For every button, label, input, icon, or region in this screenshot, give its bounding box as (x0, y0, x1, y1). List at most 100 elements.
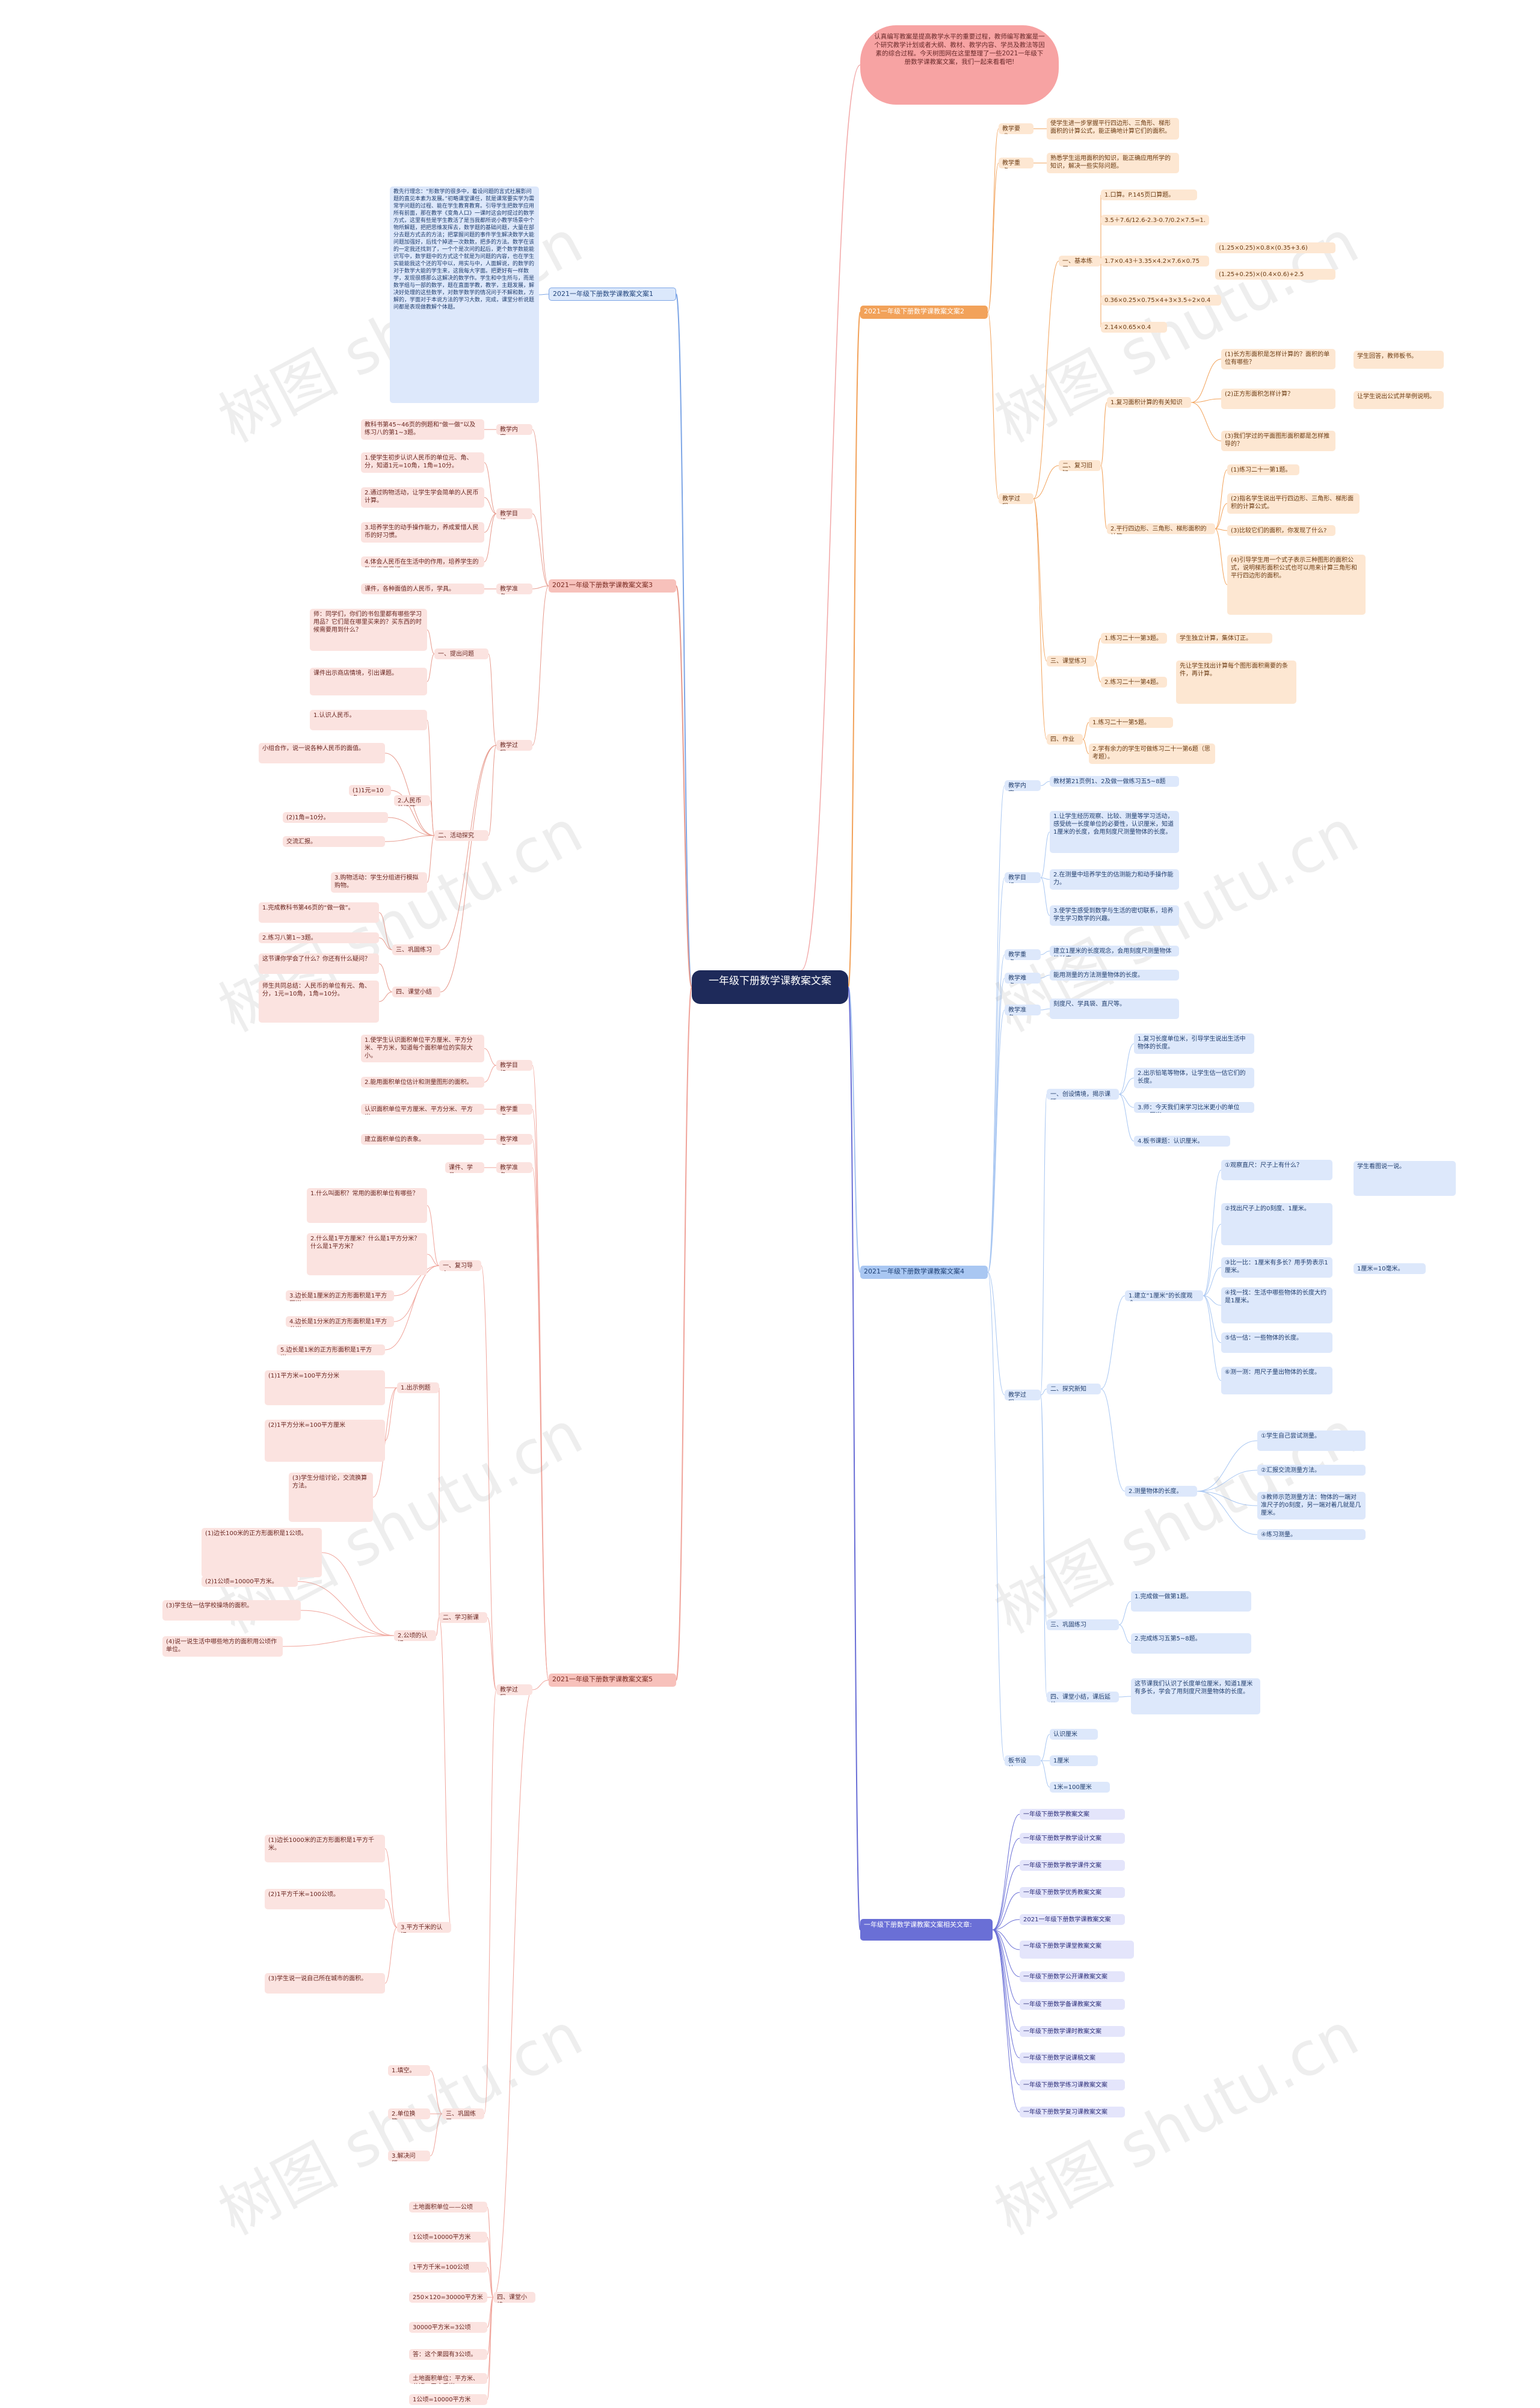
connector-line (532, 1167, 549, 1681)
connector-line (538, 294, 549, 295)
b3-content: 教科书第45~46页的例题和“做一做”以及练习八的第1~3题。 (361, 419, 484, 440)
b2-proc-label: 教学过程： (999, 493, 1033, 504)
connector-line (987, 1009, 1005, 1273)
connector-line (378, 912, 393, 950)
b4-q1-item: 3.师：今天我们来学习比米更小的单位——厘米。 (1134, 1102, 1254, 1113)
connector-line (1190, 359, 1222, 403)
connector-line (384, 1265, 440, 1350)
b5-r2-1-item: (3)学生分组讨论，交流换算方法。 (289, 1473, 373, 1522)
b5-r4-item: 30000平方米=3公顷 (409, 2322, 487, 2333)
connector-line (390, 790, 435, 836)
b5-r3-item: 2.单位换算。 (388, 2108, 430, 2119)
connector-line (1215, 528, 1228, 585)
branch-1[interactable]: 2021一年级下册数学课教案文案1 (549, 288, 676, 301)
b5-r1-item: 2.什么是1平方厘米？什么是1平方分米？什么是1平方米？ (307, 1233, 427, 1275)
b6-item[interactable]: 一年级下册数学课堂教案文案 (1020, 1941, 1134, 1959)
b4-q2: 二、探究新知 (1047, 1384, 1101, 1394)
connector-line (1215, 469, 1228, 529)
connector-line (484, 1689, 497, 2114)
b6-item[interactable]: 一年级下册数学备课教案文案 (1020, 1999, 1125, 2010)
connector-line (987, 162, 999, 313)
connector-line (1190, 402, 1222, 442)
b4-prep-label: 教学准备： (1005, 1005, 1041, 1015)
b3-p4: 四、课堂小结 (392, 987, 440, 997)
b5-r4: 四、课堂小结 (493, 2292, 535, 2303)
b6-item[interactable]: 一年级下册数学说课稿文案 (1020, 2052, 1125, 2063)
b4-diff: 能用测量的方法测量物体的长度。 (1050, 970, 1179, 981)
connector-line (992, 1929, 1020, 2086)
b4-q1-item: 2.出示铅笔等物体，让学生估一估它们的长度。 (1134, 1068, 1254, 1088)
connector-line (848, 987, 861, 1930)
connector-line (1040, 1760, 1050, 1788)
b4-q2-1-item: ④找一找：生活中哪些物体的长度大约是1厘米。 (1221, 1287, 1332, 1323)
connector-line (1118, 1696, 1132, 1698)
b6-item[interactable]: 一年级下册数学教学课件文案 (1020, 1860, 1125, 1871)
b5-goal-label: 教学目标： (496, 1060, 532, 1071)
connector-line (1033, 498, 1047, 740)
connector-line (676, 987, 692, 1681)
connector-line (440, 745, 497, 993)
b3-goal: 3.培养学生的动手操作能力，养成爱惜人民币的好习惯。 (361, 522, 484, 543)
b4-q1-item: 1.复习长度单位米，引导学生说出生活中物体的长度。 (1134, 1033, 1254, 1054)
connector-line (427, 1205, 440, 1266)
b4-q3: 三、巩固练习 (1047, 1619, 1119, 1630)
connector-line (430, 2113, 443, 2157)
b6-item[interactable]: 一年级下册数学优秀教案文案 (1020, 1887, 1125, 1898)
branch-4[interactable]: 2021一年级下册数学课教案文案4 (860, 1266, 988, 1279)
b3-p1: 一、提出问题 (434, 648, 488, 659)
b5-proc-label: 教学过程： (496, 1684, 532, 1695)
b4-q2-2-item: ③教师示范测量方法：物体的一端对准尺子的0刻度，另一端对着几就是几厘米。 (1257, 1492, 1366, 1520)
connector-line (987, 1272, 1005, 1761)
b2-s3-item: 2.练习二十一第4题。 (1101, 677, 1167, 688)
connector-line (1040, 1094, 1047, 1396)
b3-p2-note: 交流汇报。 (283, 836, 385, 847)
b3-goal: 1.使学生初步认识人民币的单位元、角、分，知道1元=10角，1角=10分。 (361, 452, 484, 473)
b5-r1-item: 3.边长是1厘米的正方形面积是1平方厘米。 (286, 1290, 394, 1301)
b3-prep-label: 教学准备： (496, 584, 532, 594)
b6-item[interactable]: 一年级下册数学教案文案 (1020, 1809, 1125, 1820)
b5-r3-item: 3.解决问题。 (388, 2151, 430, 2161)
connector-line (1100, 402, 1107, 466)
b5-r2-2-item: (4)说一说生活中哪些地方的面积用公顷作单位。 (162, 1636, 283, 1657)
b5-r2-2-item: (1)边长100米的正方形面积是1公顷。 (202, 1528, 322, 1577)
b3-p3: 三、巩固练习 (392, 944, 440, 955)
b6-item[interactable]: 一年级下册数学教学设计文案 (1020, 1833, 1125, 1844)
branch-6[interactable]: 一年级下册数学课教案文案相关文章: (860, 1919, 993, 1941)
b4-prep: 刻度尺、学具袋、直尺等。 (1050, 999, 1179, 1019)
b6-item[interactable]: 一年级下册数学课时教案文案 (1020, 2026, 1125, 2037)
b3-p3-item: 1.完成教科书第46页的“做一做”。 (259, 902, 379, 923)
branch-5[interactable]: 2021一年级下册数学课教案文案5 (549, 1674, 676, 1687)
b4-board: 认识厘米 (1050, 1729, 1098, 1740)
connector-line (1118, 1601, 1132, 1625)
b4-board-label: 板书设计： (1005, 1755, 1041, 1766)
b2-s1-sub: (1.25×0.25)×0.8×(0.35+3.6) (1215, 242, 1335, 253)
b5-goal: 2.能用面积单位估计和测量图形的面积。 (361, 1077, 484, 1088)
connector-line (487, 2267, 494, 2298)
connector-line (384, 835, 435, 842)
b6-item[interactable]: 一年级下册数学公开课教案文案 (1020, 1971, 1125, 1982)
connector-line (427, 835, 435, 883)
connector-line (1040, 1734, 1050, 1761)
connector-line (1082, 739, 1089, 754)
root-node[interactable]: 一年级下册数学课教案文案 (692, 970, 848, 1004)
b3-goal-label: 教学目标： (496, 508, 532, 519)
branch-2[interactable]: 2021一年级下册数学课教案文案2 (860, 306, 988, 319)
b2-s2-1-item: (1)长方形面积是怎样计算的？面积的单位有哪些？ (1221, 349, 1335, 369)
b3-p2-item: 3.购物活动：学生分组进行模拟购物。 (331, 872, 427, 893)
b5-r2-3-item: (1)边长1000米的正方形面积是1平方千米。 (265, 1835, 385, 1862)
connector-line (378, 937, 393, 950)
branch-3[interactable]: 2021一年级下册数学课教案文案3 (549, 579, 676, 593)
b2-key-label: 教学重点： (999, 158, 1033, 168)
b6-item[interactable]: 一年级下册数学练习课教案文案 (1020, 2080, 1125, 2090)
b3-p2-item: 2.人民币的换算。 (394, 795, 430, 806)
b3-p4-item: 这节课你学会了什么？你还有什么疑问？ (259, 953, 379, 974)
b6-item[interactable]: 一年级下册数学复习课教案文案 (1020, 2107, 1125, 2117)
connector-line (992, 1929, 1020, 2032)
connector-line (1040, 1394, 1047, 1698)
b5-r2: 二、学习新课 (439, 1612, 487, 1623)
b3-p2-item: (1)1元=10角。 (349, 785, 391, 796)
b4-goal: 1.让学生经历观察、比较、测量等学习活动，感受统一长度单位的必要性，认识厘米，知… (1050, 811, 1179, 853)
b3-p4-item: 师生共同总结：人民币的单位有元、角、分，1元=10角，1角=10分。 (259, 981, 379, 1023)
b6-item[interactable]: 2021一年级下册数学课教案文案 (1020, 1914, 1125, 1925)
connector-line (1215, 503, 1228, 529)
